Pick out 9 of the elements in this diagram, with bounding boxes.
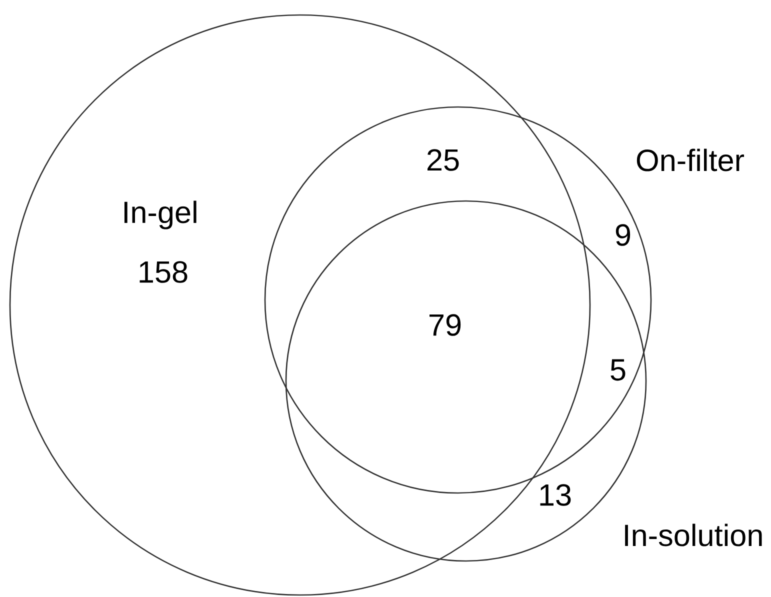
set-label: In-gel [124, 200, 196, 230]
region-count: 79 [430, 314, 461, 336]
region-count: 5 [610, 359, 626, 381]
set-label: On-filter [636, 148, 744, 172]
region-count: 13 [540, 484, 571, 506]
region-count: 158 [140, 261, 188, 283]
region-count: 9 [616, 224, 630, 246]
set-label: In-solution [625, 524, 762, 546]
region-count: 25 [428, 149, 459, 171]
